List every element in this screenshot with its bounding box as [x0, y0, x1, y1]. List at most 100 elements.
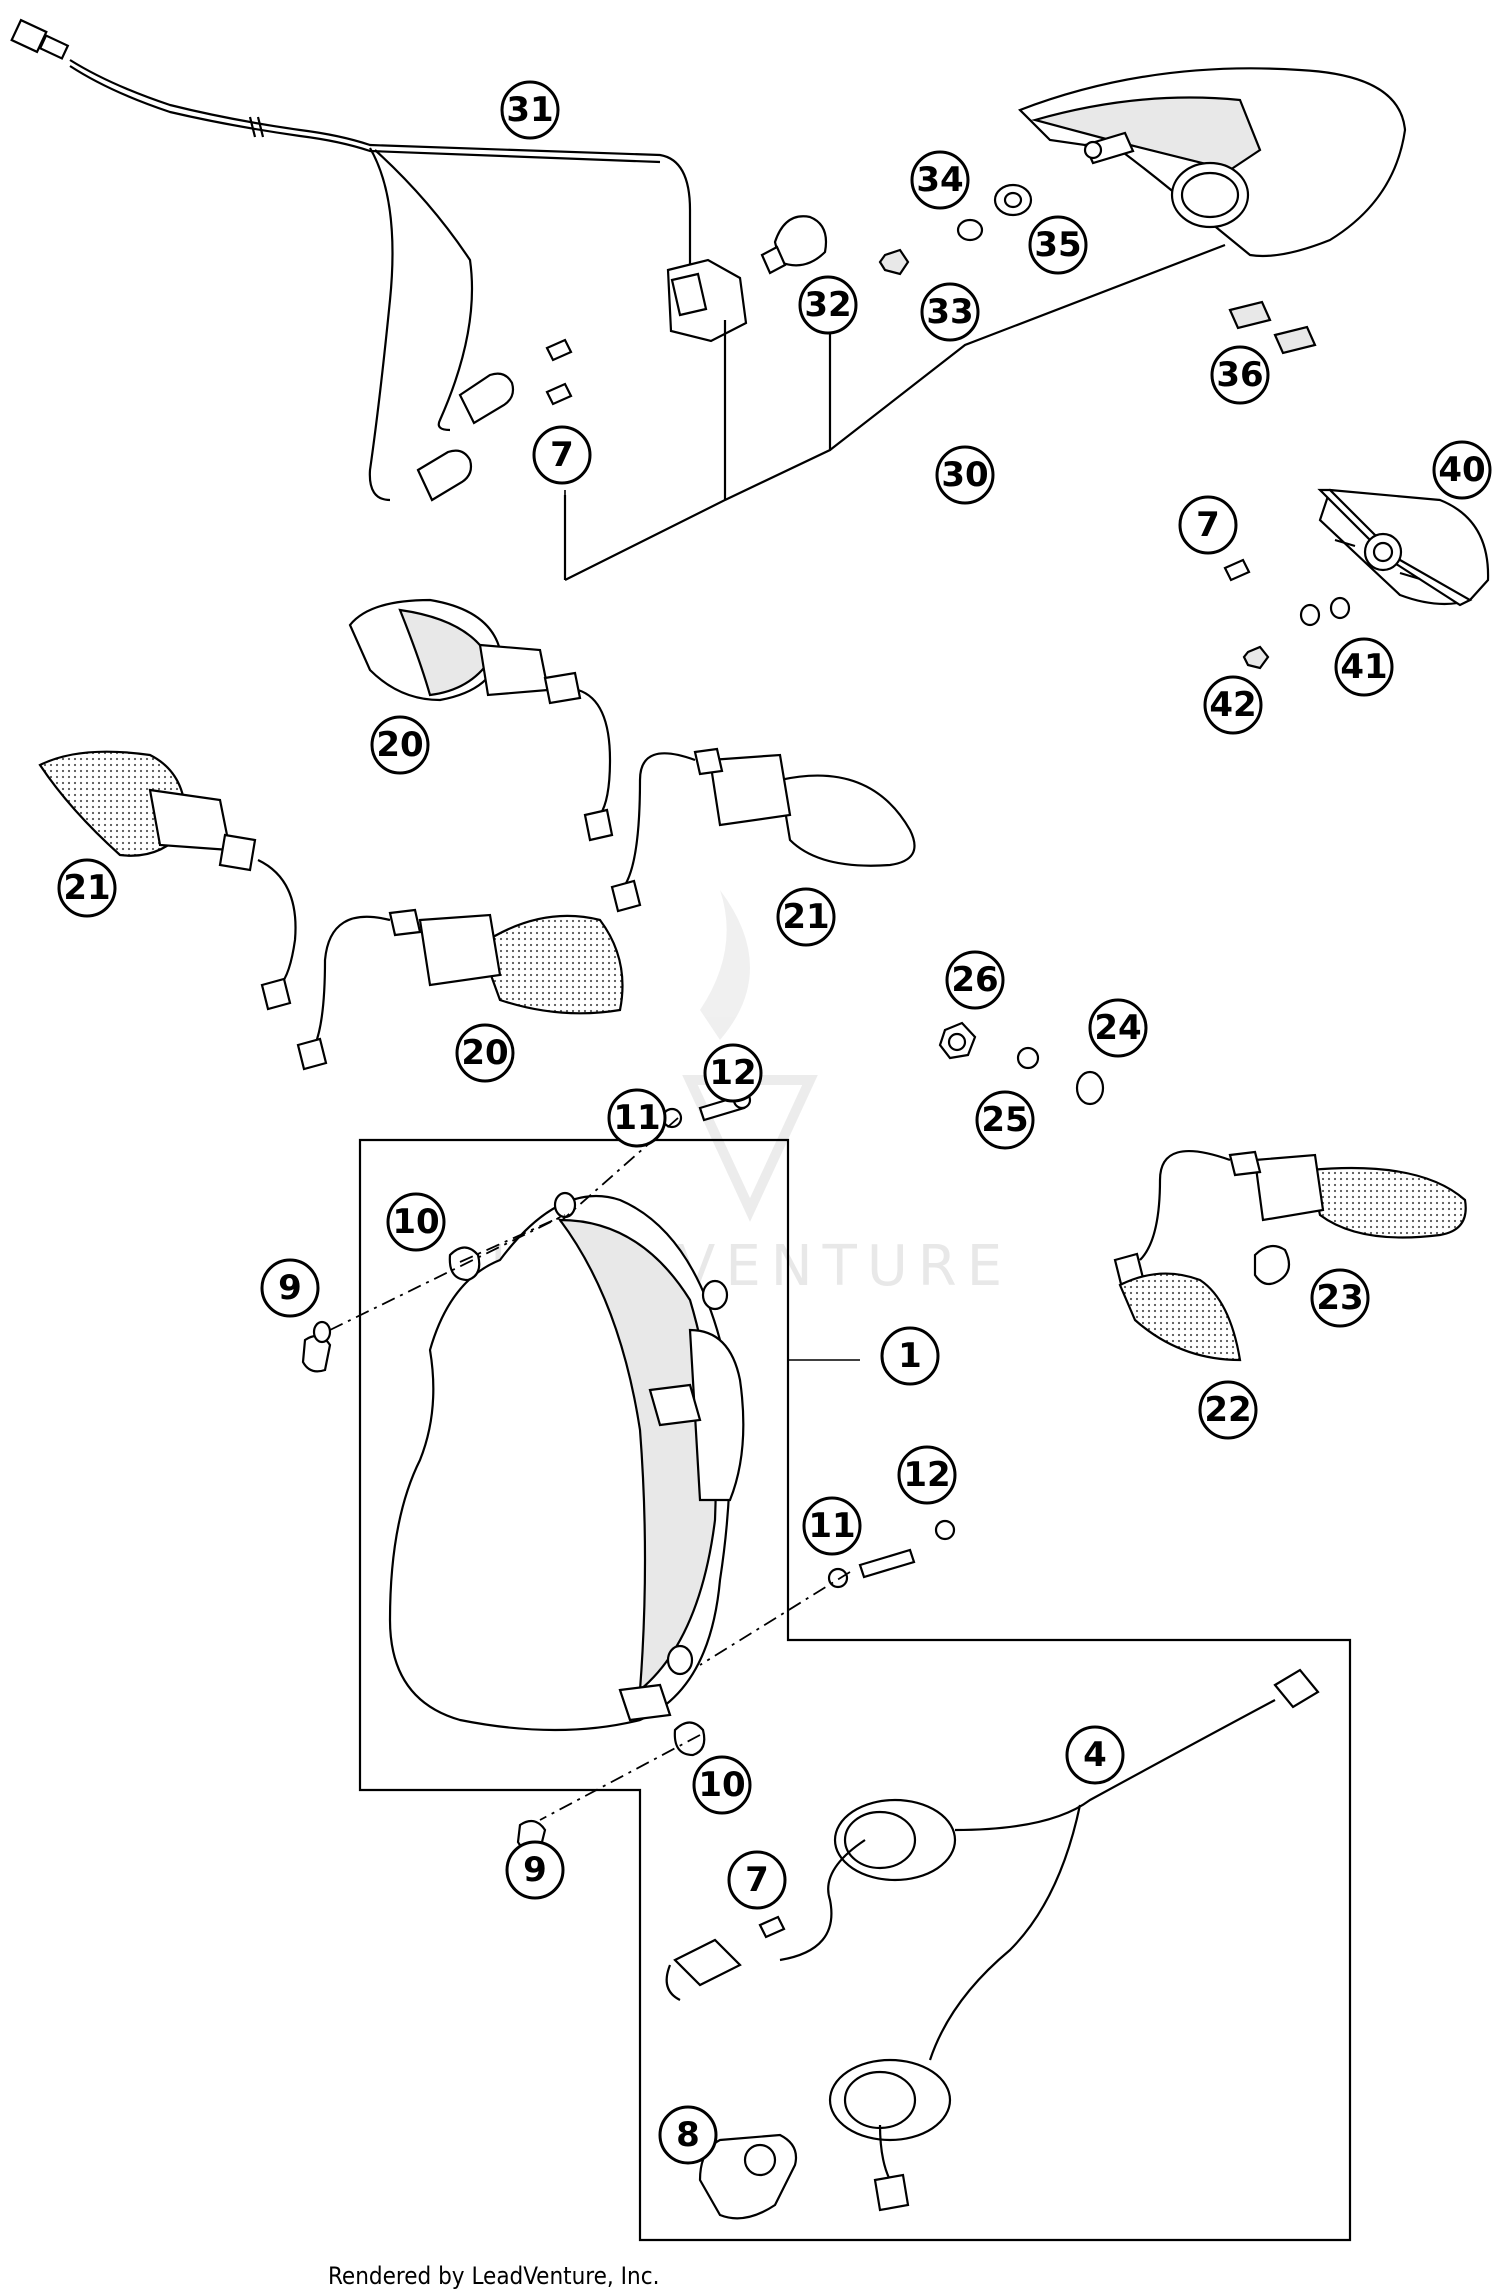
callout-circle — [500, 80, 560, 140]
callout-number: 11 — [808, 1506, 855, 1546]
callout-circle — [1334, 637, 1394, 697]
callout-number: 33 — [926, 292, 973, 332]
callout-number: 9 — [523, 1850, 547, 1890]
callout-circle — [920, 282, 980, 342]
callout-circle — [658, 2105, 718, 2165]
callout-10b: 10 — [692, 1755, 752, 1815]
callout-23: 23 — [1310, 1268, 1370, 1328]
callout-24: 24 — [1088, 998, 1148, 1058]
callout-number: 7 — [1196, 505, 1220, 545]
callout-20b: 20 — [455, 1023, 515, 1083]
callout-7c: 7 — [727, 1850, 787, 1910]
callout-number: 21 — [782, 897, 829, 937]
callout-30: 30 — [935, 445, 995, 505]
callout-circle — [880, 1326, 940, 1386]
callout-8: 8 — [658, 2105, 718, 2165]
callout-number: 24 — [1094, 1008, 1141, 1048]
callout-26: 26 — [945, 950, 1005, 1010]
callout-number: 23 — [1316, 1278, 1363, 1318]
callout-11b: 11 — [802, 1496, 862, 1556]
callout-number: 40 — [1438, 450, 1485, 490]
callout-number: 36 — [1216, 355, 1263, 395]
callout-10a: 10 — [386, 1192, 446, 1252]
callout-1: 1 — [880, 1326, 940, 1386]
callout-circle — [1065, 1725, 1125, 1785]
callout-21a: 21 — [57, 858, 117, 918]
callout-33: 33 — [920, 282, 980, 342]
callout-20a: 20 — [370, 715, 430, 775]
callout-circle — [798, 275, 858, 335]
indicator-middle-right-drawing — [296, 908, 624, 1071]
callout-number: 12 — [903, 1455, 950, 1495]
wiring-harness-drawing — [10, 18, 828, 502]
callout-number: 22 — [1204, 1390, 1251, 1430]
callout-number: 30 — [941, 455, 988, 495]
callout-25: 25 — [975, 1090, 1035, 1150]
callout-12b: 12 — [897, 1445, 957, 1505]
indicator-middle-left-drawing — [38, 750, 297, 1011]
callout-32: 32 — [798, 275, 858, 335]
callout-35: 35 — [1028, 215, 1088, 275]
callout-number: 42 — [1209, 685, 1256, 725]
callout-number: 1 — [898, 1336, 922, 1376]
callout-circle — [910, 150, 970, 210]
callout-circle — [897, 1445, 957, 1505]
indicator-lower-right-drawing — [1113, 1149, 1467, 1362]
callout-9b: 9 — [505, 1840, 565, 1900]
callout-circle — [975, 1090, 1035, 1150]
callout-42: 42 — [1203, 675, 1263, 735]
callout-34: 34 — [910, 150, 970, 210]
callout-41: 41 — [1334, 637, 1394, 697]
indicator-upper-left-drawing — [348, 598, 614, 842]
callout-22: 22 — [1198, 1380, 1258, 1440]
callout-31: 31 — [500, 80, 560, 140]
callout-circle — [57, 858, 117, 918]
callout-number: 21 — [63, 868, 110, 908]
callout-7a: 7 — [532, 425, 592, 485]
callout-circle — [1210, 345, 1270, 405]
callout-12a: 12 — [703, 1043, 763, 1103]
callout-circle — [260, 1258, 320, 1318]
callout-number: 41 — [1340, 647, 1387, 687]
callout-circle — [1088, 998, 1148, 1058]
callout-circle — [1028, 215, 1088, 275]
callout-number: 10 — [698, 1765, 745, 1805]
callout-circle — [703, 1043, 763, 1103]
footer-credit: Rendered by LeadVenture, Inc. — [328, 2262, 660, 2290]
callout-circle — [532, 425, 592, 485]
plate-light-drawing — [1223, 488, 1490, 670]
callout-circle — [776, 887, 836, 947]
callout-circle — [1198, 1380, 1258, 1440]
callout-21b: 21 — [776, 887, 836, 947]
headlight-drawing — [301, 1090, 1352, 2242]
callout-9a: 9 — [260, 1258, 320, 1318]
callout-number: 11 — [613, 1098, 660, 1138]
callout-number: 7 — [745, 1860, 769, 1900]
callout-number: 9 — [278, 1268, 302, 1308]
callout-number: 4 — [1083, 1735, 1107, 1775]
callout-number: 20 — [461, 1033, 508, 1073]
callout-number: 7 — [550, 435, 574, 475]
callout-number: 25 — [981, 1100, 1028, 1140]
callout-circle — [727, 1850, 787, 1910]
callout-circle — [370, 715, 430, 775]
callout-circle — [386, 1192, 446, 1252]
callout-circle — [1432, 440, 1492, 500]
callout-number: 34 — [916, 160, 963, 200]
callout-circle — [1203, 675, 1263, 735]
callout-number: 32 — [804, 285, 851, 325]
callout-circle — [945, 950, 1005, 1010]
tail-light-drawing — [878, 67, 1407, 355]
callout-number: 26 — [951, 960, 998, 1000]
callout-number: 35 — [1034, 225, 1081, 265]
callout-number: 20 — [376, 725, 423, 765]
callout-circle — [1178, 495, 1238, 555]
position-light-harness-drawing — [665, 1668, 1320, 2220]
leader-lines — [564, 490, 860, 1361]
callout-40: 40 — [1432, 440, 1492, 500]
washers-drawing — [938, 1021, 1105, 1106]
callout-circle — [607, 1088, 667, 1148]
callout-circle — [802, 1496, 862, 1556]
